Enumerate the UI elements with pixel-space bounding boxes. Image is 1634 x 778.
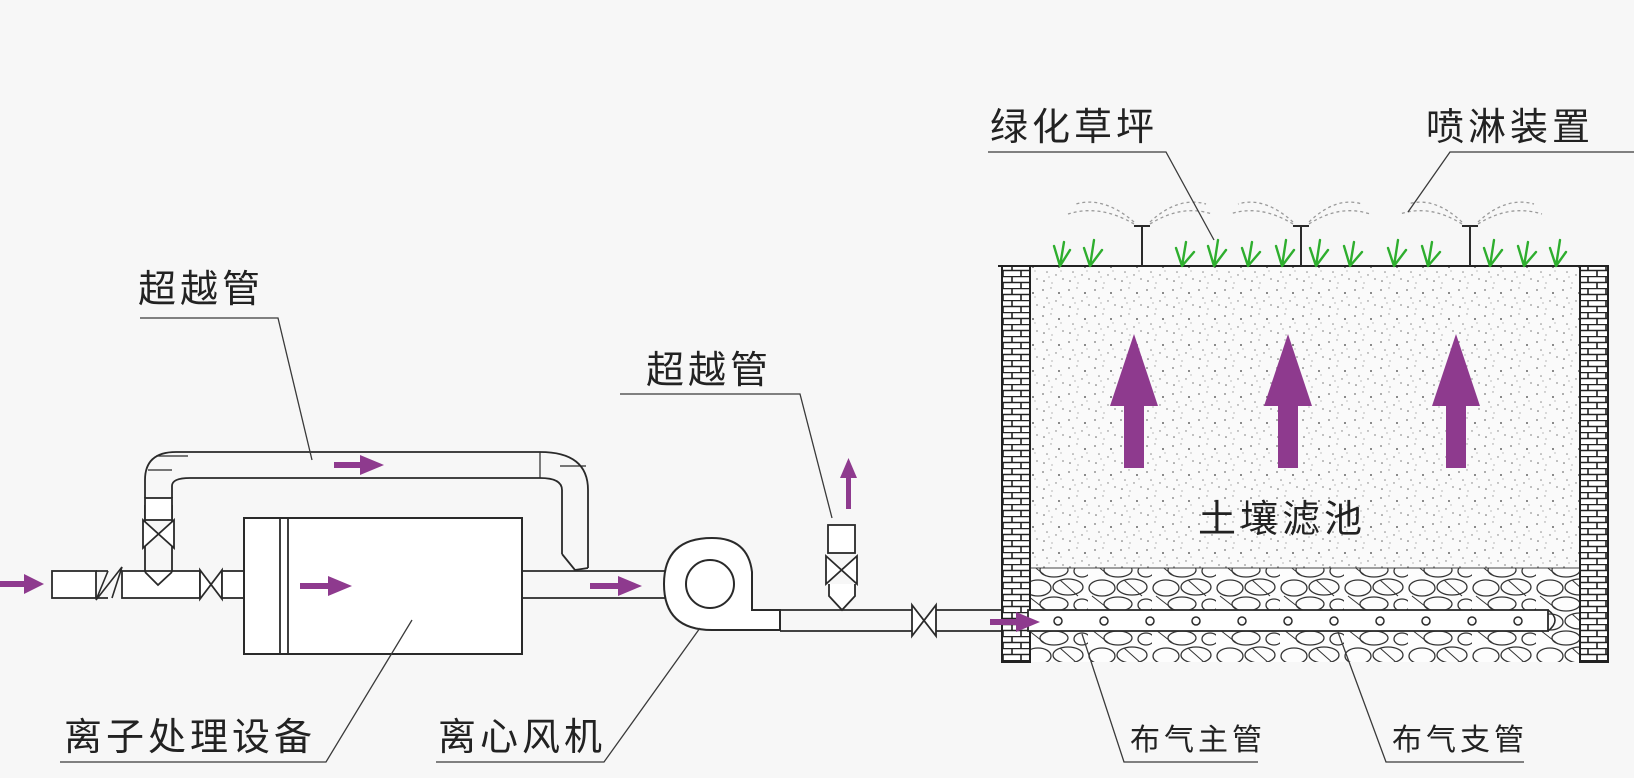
- lawn-grass: [1052, 238, 1568, 268]
- soil-upflow-arrow-2: [1264, 334, 1312, 468]
- label-bypass-top: 超越管: [138, 267, 264, 311]
- label-fan: 离心风机: [438, 715, 606, 759]
- ion-treatment-device: [243, 517, 523, 655]
- inline-valve-1: [199, 567, 223, 602]
- leader-lines: [60, 151, 1634, 763]
- leader-branch-pipe: [1337, 631, 1524, 763]
- leader-main-pipe: [1081, 633, 1258, 763]
- brick-wall-right: [1579, 265, 1609, 663]
- leader-ion-device: [60, 619, 413, 763]
- bypass-up-arrow: [840, 458, 857, 509]
- inlet-flow-arrow: [0, 574, 44, 594]
- inline-valve-2: [911, 602, 937, 639]
- bypass-flow-arrow: [334, 455, 384, 475]
- bypass-pipe-mid: [825, 524, 858, 612]
- inlet-pipe: [51, 566, 201, 601]
- label-ion-device: 离子处理设备: [64, 715, 316, 759]
- sprinkler-heads: [1067, 201, 1543, 266]
- inlet-pipe-b: [221, 570, 245, 599]
- label-soil-filter: 土壤滤池: [1198, 497, 1366, 541]
- soil-upflow-arrow-3: [1432, 334, 1480, 468]
- label-lawn: 绿化草坪: [990, 105, 1158, 149]
- distribution-branch-holes: [1053, 616, 1523, 626]
- label-main-pipe: 布气主管: [1130, 723, 1266, 758]
- brick-wall-left: [1001, 265, 1031, 663]
- device-flow-arrow: [300, 576, 352, 596]
- main-pipe-flow-arrow: [990, 612, 1040, 632]
- fan-inlet-flow-arrow: [590, 576, 642, 596]
- flow-arrows: [300, 334, 1480, 632]
- leader-bypass-mid: [620, 393, 833, 519]
- fan-inlet-pipe: [522, 570, 665, 599]
- leader-bypass-top: [140, 317, 313, 461]
- soil-upflow-arrow-1: [1110, 334, 1158, 468]
- leader-fan: [436, 627, 701, 763]
- label-bypass-mid: 超越管: [646, 348, 772, 392]
- leader-sprinkler: [1407, 151, 1634, 213]
- centrifugal-fan: [662, 536, 781, 631]
- label-branch-pipe: 布气支管: [1392, 723, 1528, 758]
- label-sprinkler: 喷淋装置: [1426, 105, 1594, 149]
- bypass-pipe-top: [142, 451, 589, 587]
- leader-lawn: [988, 151, 1215, 241]
